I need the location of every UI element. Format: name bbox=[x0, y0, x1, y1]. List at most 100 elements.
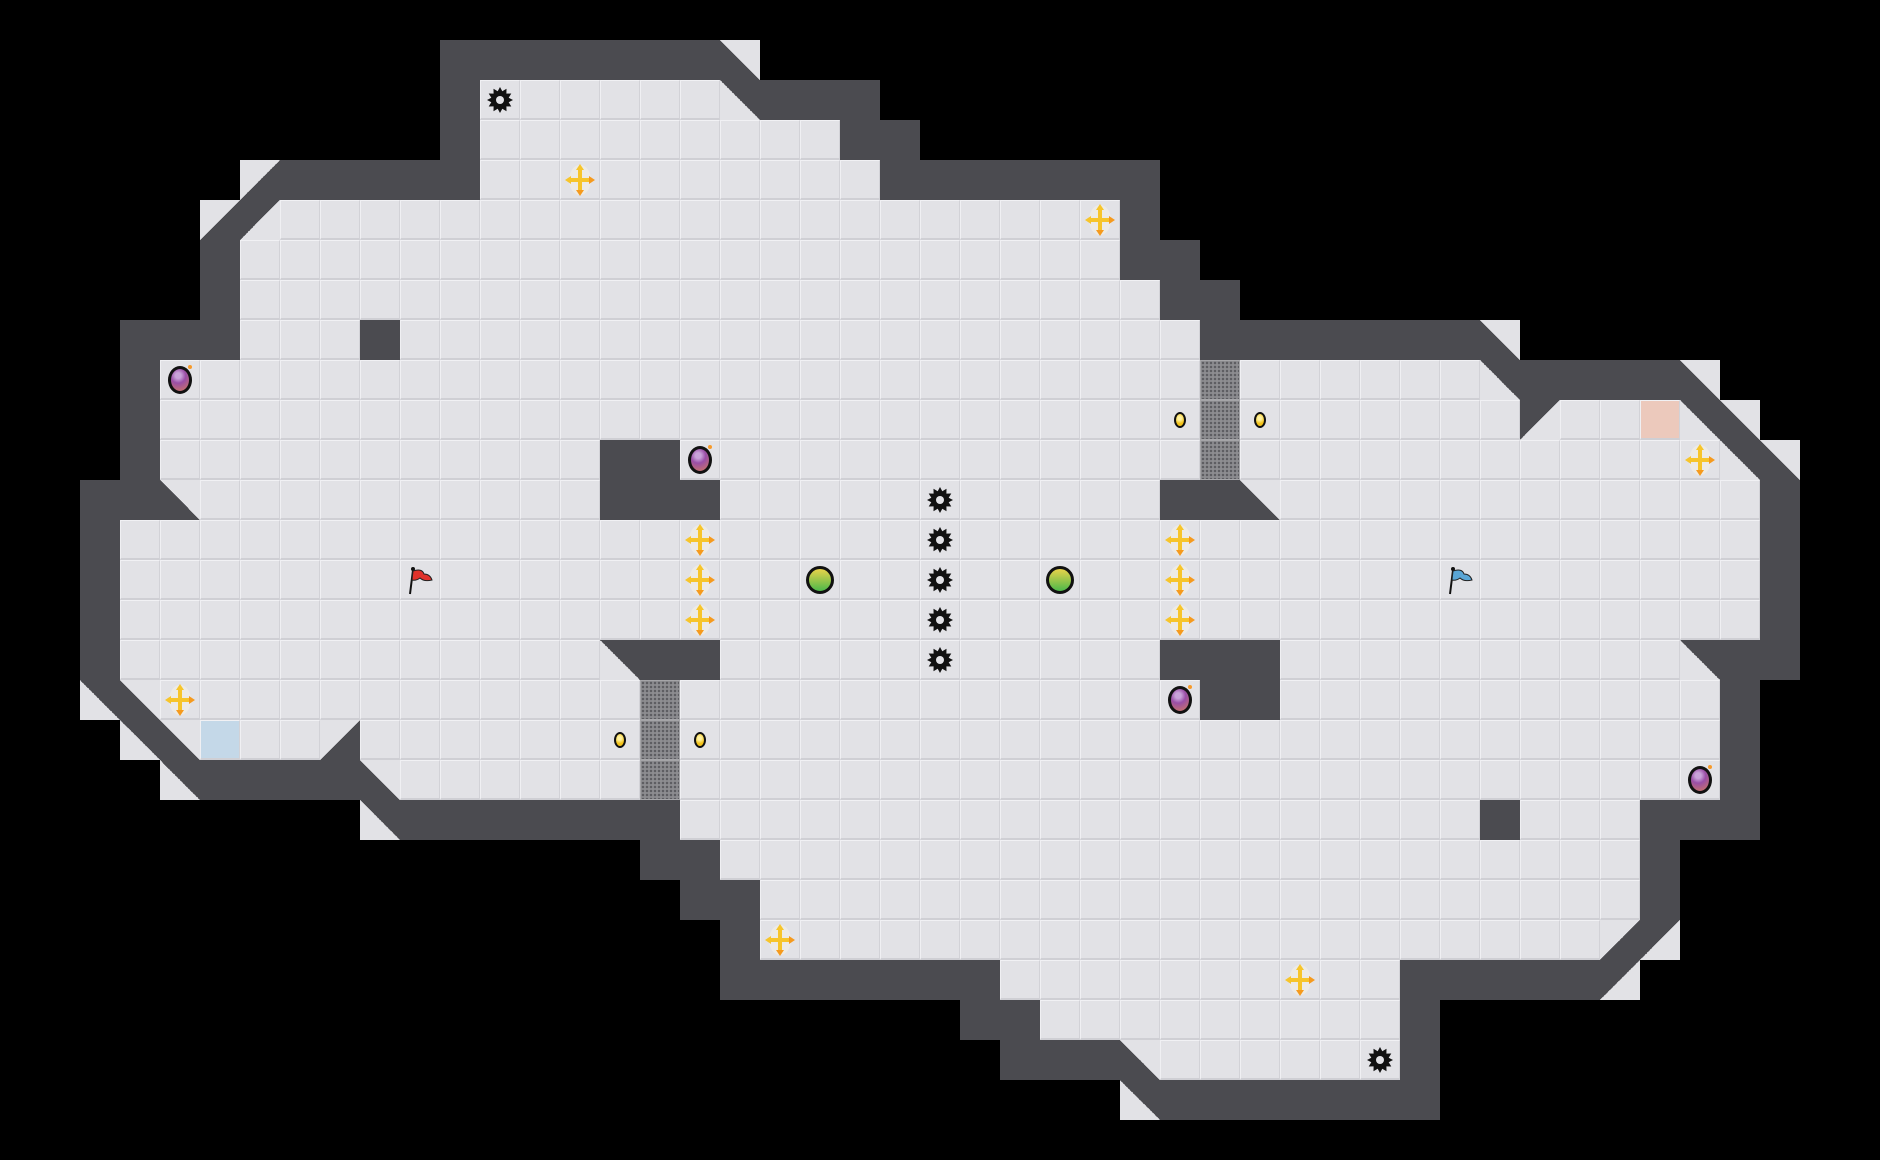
floor-tile bbox=[1040, 960, 1080, 1000]
wall-tile bbox=[680, 40, 720, 80]
floor-tile bbox=[880, 200, 920, 240]
floor-tile bbox=[960, 280, 1000, 320]
floor-tile bbox=[640, 160, 680, 200]
button-icon bbox=[680, 720, 720, 760]
floor-tile bbox=[1040, 320, 1080, 360]
floor-tile bbox=[1040, 760, 1080, 800]
wall-tile bbox=[200, 240, 240, 280]
floor-tile bbox=[360, 240, 400, 280]
floor-tile bbox=[960, 720, 1000, 760]
floor-tile bbox=[120, 520, 160, 560]
floor-tile bbox=[1640, 520, 1680, 560]
wall-tile bbox=[720, 960, 760, 1000]
floor-tile bbox=[840, 200, 880, 240]
floor-tile bbox=[1000, 240, 1040, 280]
diagonal-wall-tile bbox=[1680, 400, 1720, 440]
floor-tile bbox=[920, 680, 960, 720]
diagonal-wall-tile bbox=[360, 760, 400, 800]
wall-tile bbox=[840, 960, 880, 1000]
floor-tile bbox=[760, 400, 800, 440]
floor-tile bbox=[1360, 480, 1400, 520]
floor-tile bbox=[1680, 600, 1720, 640]
wall-tile bbox=[1200, 1080, 1240, 1120]
wall-tile bbox=[360, 320, 400, 360]
floor-tile bbox=[1560, 400, 1600, 440]
floor-tile bbox=[1120, 800, 1160, 840]
wall-tile bbox=[1280, 320, 1320, 360]
floor-tile bbox=[880, 440, 920, 480]
floor-tile bbox=[280, 240, 320, 280]
floor-tile bbox=[840, 480, 880, 520]
wall-tile bbox=[1280, 1080, 1320, 1120]
floor-tile bbox=[280, 600, 320, 640]
floor-tile bbox=[1040, 600, 1080, 640]
floor-tile bbox=[1520, 720, 1560, 760]
floor-tile bbox=[200, 680, 240, 720]
floor-tile bbox=[240, 480, 280, 520]
floor-tile bbox=[1600, 520, 1640, 560]
wall-tile bbox=[80, 480, 120, 520]
floor-tile bbox=[1000, 520, 1040, 560]
floor-tile bbox=[1160, 720, 1200, 760]
floor-tile bbox=[400, 640, 440, 680]
wall-tile bbox=[80, 520, 120, 560]
floor-tile bbox=[1320, 880, 1360, 920]
floor-tile bbox=[400, 320, 440, 360]
floor-tile bbox=[1440, 720, 1480, 760]
diagonal-wall-tile bbox=[80, 680, 120, 720]
floor-tile bbox=[800, 320, 840, 360]
floor-tile bbox=[320, 480, 360, 520]
floor-tile bbox=[1040, 880, 1080, 920]
floor-tile bbox=[1480, 560, 1520, 600]
floor-tile bbox=[1360, 440, 1400, 480]
floor-tile bbox=[200, 520, 240, 560]
wall-tile bbox=[640, 480, 680, 520]
floor-tile bbox=[1280, 600, 1320, 640]
floor-tile bbox=[1400, 840, 1440, 880]
boost-icon bbox=[1160, 520, 1200, 560]
floor-tile bbox=[840, 280, 880, 320]
floor-tile bbox=[520, 520, 560, 560]
floor-tile bbox=[1280, 680, 1320, 720]
wall-tile bbox=[960, 160, 1000, 200]
floor-tile bbox=[280, 520, 320, 560]
floor-tile bbox=[400, 400, 440, 440]
floor-tile bbox=[520, 760, 560, 800]
floor-tile bbox=[1680, 520, 1720, 560]
floor-tile bbox=[760, 320, 800, 360]
floor-tile bbox=[600, 80, 640, 120]
floor-tile bbox=[840, 920, 880, 960]
floor-tile bbox=[840, 880, 880, 920]
wall-tile bbox=[320, 760, 360, 800]
floor-tile bbox=[1600, 440, 1640, 480]
floor-tile bbox=[960, 320, 1000, 360]
floor-tile bbox=[1400, 520, 1440, 560]
wall-tile bbox=[1680, 800, 1720, 840]
wall-tile bbox=[240, 760, 280, 800]
floor-tile bbox=[200, 640, 240, 680]
floor-tile bbox=[1480, 680, 1520, 720]
floor-tile bbox=[520, 240, 560, 280]
floor-tile bbox=[1520, 880, 1560, 920]
floor-tile bbox=[1400, 680, 1440, 720]
floor-tile bbox=[1440, 400, 1480, 440]
floor-tile bbox=[840, 320, 880, 360]
floor-tile bbox=[1240, 1040, 1280, 1080]
spike-icon bbox=[920, 640, 960, 680]
floor-tile bbox=[720, 160, 760, 200]
floor-tile bbox=[1560, 600, 1600, 640]
spike-icon bbox=[480, 80, 520, 120]
floor-tile bbox=[800, 160, 840, 200]
floor-tile bbox=[520, 320, 560, 360]
floor-tile bbox=[400, 240, 440, 280]
floor-tile bbox=[1440, 360, 1480, 400]
wall-tile bbox=[1640, 360, 1680, 400]
floor-tile bbox=[760, 880, 800, 920]
floor-tile bbox=[960, 240, 1000, 280]
floor-tile bbox=[1320, 840, 1360, 880]
floor-tile bbox=[440, 360, 480, 400]
floor-tile bbox=[440, 560, 480, 600]
floor-tile bbox=[1280, 520, 1320, 560]
wall-tile bbox=[1200, 480, 1240, 520]
floor-tile bbox=[1520, 480, 1560, 520]
